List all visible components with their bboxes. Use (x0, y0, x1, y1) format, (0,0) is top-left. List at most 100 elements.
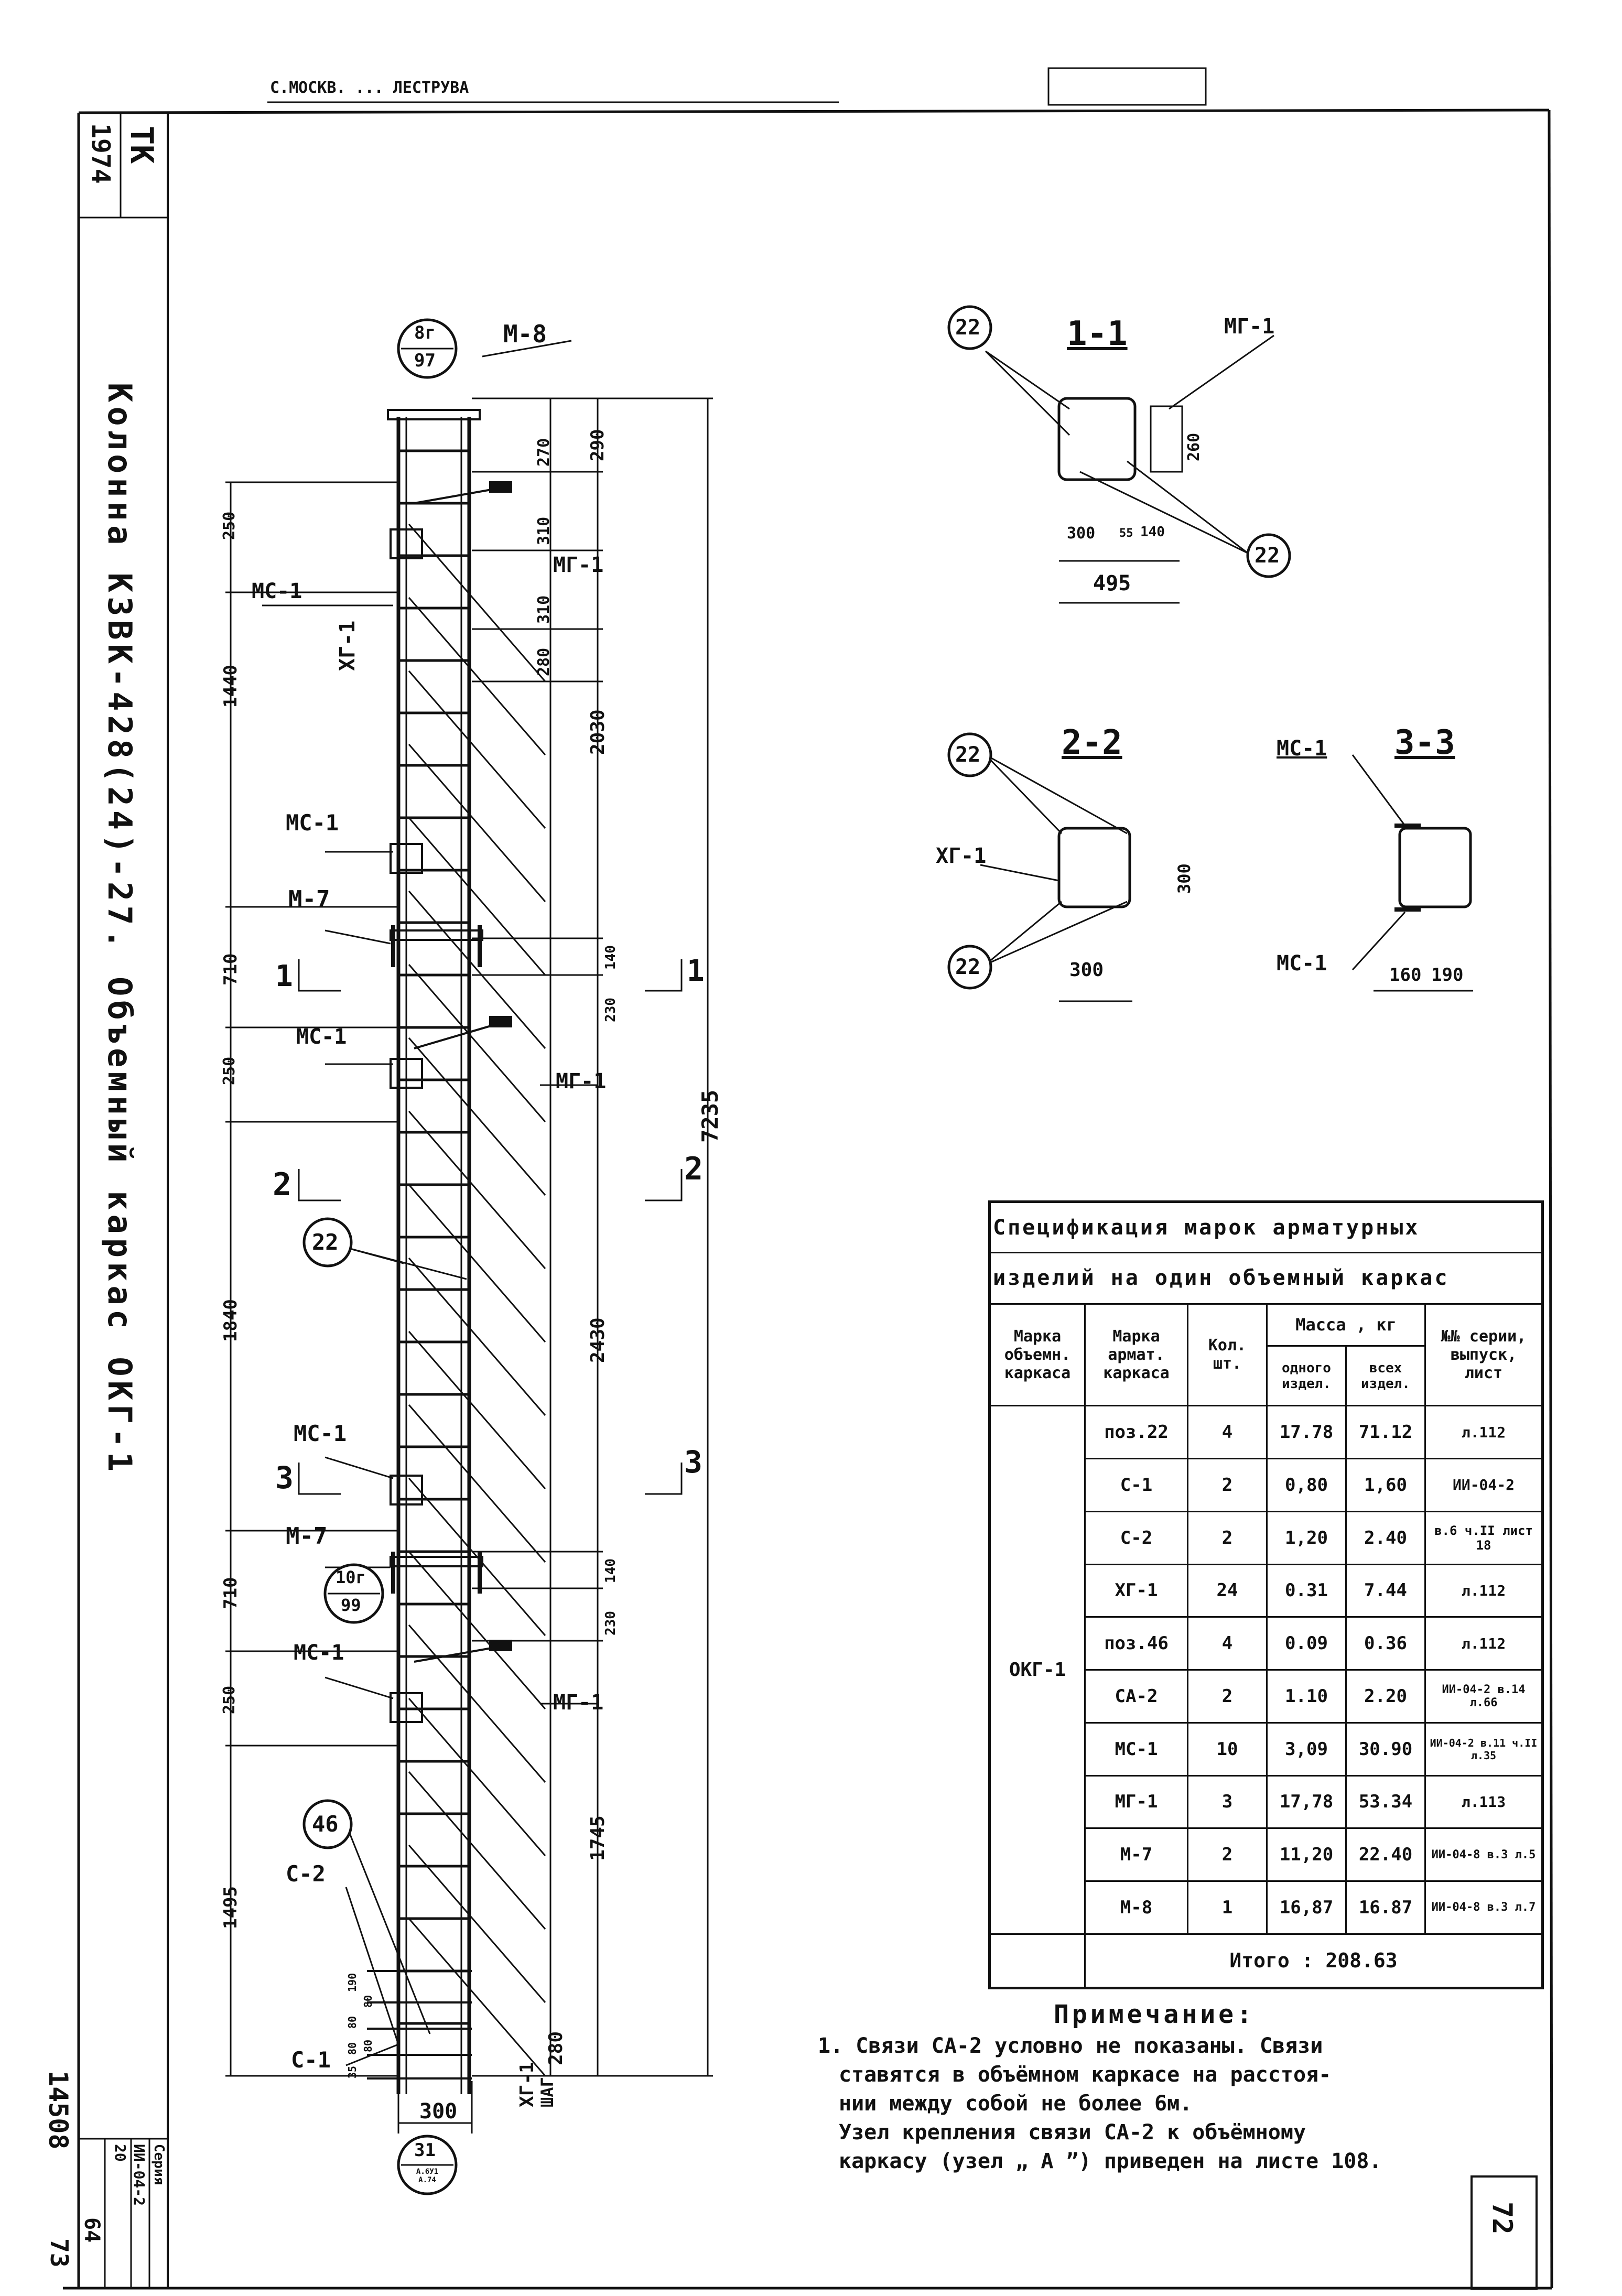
spec-row-3-all: 7.44 (1345, 1563, 1426, 1618)
hatch-line (408, 1258, 546, 1416)
label-mc1-c: МС-1 (296, 1025, 347, 1049)
dim-r-270: 270 (535, 438, 553, 467)
spec-row-1-qty: 2 (1187, 1458, 1268, 1512)
section-1-1-d300: 300 (1067, 524, 1096, 543)
spec-row-5-all: 2.20 (1345, 1669, 1426, 1724)
section-3-3-title: 3-3 (1394, 723, 1455, 762)
spec-row-6-ref: ИИ-04-2 в.11 ч.II л.35 (1424, 1721, 1543, 1777)
hatch-line (408, 1037, 546, 1196)
spec-row-7-qty: 3 (1187, 1774, 1268, 1829)
hatch-line (408, 1624, 546, 1783)
label-m8: М-8 (503, 320, 547, 348)
bubble-22-left: 22 (312, 1229, 339, 1255)
spec-row-6-qty: 10 (1187, 1721, 1268, 1777)
sheet-value: 64 (80, 2217, 104, 2243)
dim-left-1840: 1840 (220, 1299, 241, 1342)
section-mark-3-right: 3 (684, 1444, 702, 1480)
hatch-line (408, 1404, 546, 1563)
section-3-3-d160: 160 (1389, 965, 1422, 985)
spec-row-1-ref: ИИ-04-2 (1424, 1458, 1543, 1512)
spec-header-c6: №№ серии, выпуск, лист (1424, 1303, 1543, 1407)
spec-row-8-qty: 2 (1187, 1827, 1268, 1882)
archive-number: 14508 (43, 2071, 73, 2150)
node-top-den: 97 (414, 350, 436, 371)
section-1-1-d495: 495 (1093, 571, 1131, 595)
spec-row-9-mark: М-8 (1084, 1880, 1188, 1935)
spec-row-0-all: 71.12 (1345, 1405, 1426, 1460)
spec-title-1: Спецификация марок арматурных (989, 1200, 1543, 1254)
dim-r-280-bot: 280 (545, 2031, 567, 2065)
spec-title-2: изделий на один объемный каркас (989, 1252, 1543, 1305)
section-mark-2-left: 2 (273, 1166, 292, 1203)
label-mc1-b: МС-1 (286, 810, 339, 836)
note-line-1: 1. Связи СА-2 условно не показаны. Связи (818, 2034, 1323, 2058)
spec-row-8-mark: М-7 (1084, 1827, 1188, 1882)
dim-r-310-a: 310 (535, 516, 553, 545)
spec-row-9-all: 16.87 (1345, 1880, 1426, 1935)
spec-row-8-ref: ИИ-04-8 в.3 л.5 (1424, 1827, 1543, 1882)
spec-header-c1: Марка объемн. каркаса (989, 1303, 1086, 1407)
dim-r-310-b: 310 (535, 595, 553, 624)
dim-small-35: 35 (346, 2065, 359, 2078)
spec-row-7-mark: МГ-1 (1084, 1774, 1188, 1829)
sheet-number-box (1470, 2175, 1538, 2290)
spec-row-6-all: 30.90 (1345, 1721, 1426, 1777)
spec-row-1-all: 1,60 (1345, 1458, 1426, 1512)
label-mc1-a: МС-1 (252, 579, 302, 603)
spec-row-6-one: 3,09 (1266, 1721, 1347, 1777)
section-1-1-b22b: 22 (1255, 544, 1280, 568)
label-mg1-b: МГ-1 (556, 1069, 607, 1093)
dim-width-300: 300 (419, 2099, 458, 2124)
dim-r-2430: 2430 (587, 1317, 609, 1363)
dim-left-250-c: 250 (220, 1685, 239, 1714)
section-2-2-d300w: 300 (1069, 959, 1104, 981)
spec-header-c4: одного издел. (1266, 1345, 1347, 1407)
spec-row-9-ref: ИИ-04-8 в.3 л.7 (1424, 1880, 1543, 1935)
series-label: Серия (151, 2144, 167, 2185)
label-m7-b: М-7 (286, 1523, 328, 1550)
label-mg1-c: МГ-1 (553, 1691, 604, 1715)
label-xg1: ХГ-1 (336, 620, 360, 671)
note-title: Примечание: (1054, 2000, 1255, 2029)
section-1-1-d140: 140 (1140, 524, 1165, 540)
hatch-line (408, 670, 546, 829)
dim-small-80-d: 80 (362, 2039, 374, 2052)
spec-row-0-qty: 4 (1187, 1405, 1268, 1460)
hatch-line (408, 1111, 546, 1269)
hatch-line (408, 1698, 546, 1856)
sheet-number: 72 (1486, 2202, 1518, 2235)
spec-row-8-all: 22.40 (1345, 1827, 1426, 1882)
spec-row-5-qty: 2 (1187, 1669, 1268, 1724)
section-mark-1-right: 1 (687, 954, 705, 988)
label-c2: С-2 (286, 1861, 326, 1887)
dim-left-1495: 1495 (220, 1886, 241, 1929)
spec-row-4-qty: 4 (1187, 1616, 1268, 1671)
spec-row-9-qty: 1 (1187, 1880, 1268, 1935)
hatch-line (408, 744, 546, 902)
section-2-2-title: 2-2 (1062, 723, 1122, 762)
hatch-line (408, 891, 546, 1049)
spec-row-3-mark: ХГ-1 (1084, 1563, 1188, 1618)
note-line-2: ставятся в объёмном каркасе на расстоя- (839, 2063, 1332, 2087)
spec-header-c2: Марка армат. каркаса (1084, 1303, 1188, 1407)
dim-small-80-a: 80 (346, 2016, 359, 2029)
label-m7-a: М-7 (288, 886, 330, 913)
spec-header-mass: Масса , кг (1266, 1303, 1426, 1347)
hatch-line (408, 1184, 546, 1342)
hatch-line (408, 1551, 546, 1709)
spec-row-9-one: 16,87 (1266, 1880, 1347, 1935)
dim-left-250-a: 250 (220, 511, 239, 540)
note-line-3: нии между собой не более 6м. (839, 2092, 1193, 2116)
spec-table: Спецификация марок арматурных изделий на… (988, 1200, 1544, 1989)
hatch-line (408, 1331, 546, 1489)
hatch-line (408, 1845, 546, 2003)
spec-row-0-mark: поз.22 (1084, 1405, 1188, 1460)
sheet-title: Колонна К3ВК-428(24)-27. Объемный каркас… (101, 383, 139, 1476)
spec-row-3-qty: 24 (1187, 1563, 1268, 1618)
note-line-4: Узел крепления связи СА-2 к объёмному (839, 2120, 1306, 2145)
dim-r-230-b: 230 (603, 1611, 619, 1636)
dim-r-140-b: 140 (603, 1558, 619, 1583)
year-label: 1974 (86, 123, 115, 184)
section-1-1-title: 1-1 (1067, 315, 1128, 353)
label-c1: С-1 (291, 2047, 331, 2073)
